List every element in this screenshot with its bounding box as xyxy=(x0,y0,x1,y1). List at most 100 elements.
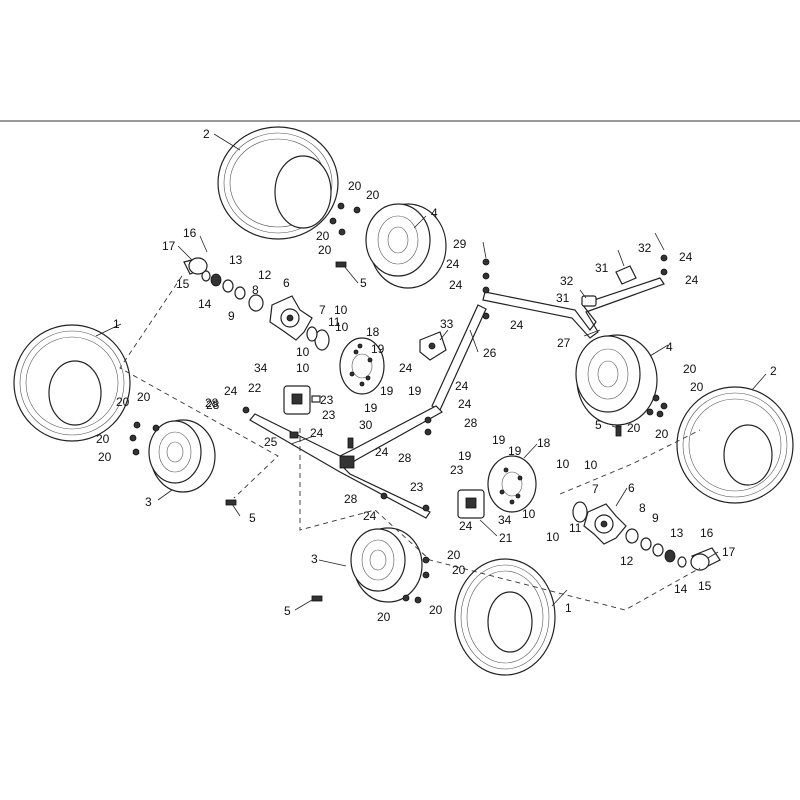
part-label: 29 xyxy=(453,237,467,251)
part-label: 24 xyxy=(455,379,469,393)
part-label: 24 xyxy=(458,397,472,411)
part-label: 20 xyxy=(98,450,112,464)
part-label: 20 xyxy=(683,362,697,376)
part-label: 16 xyxy=(183,226,197,240)
part-label: 20 xyxy=(96,432,110,446)
part-label: 5 xyxy=(595,418,602,432)
part-label: 28 xyxy=(398,451,412,465)
part-label: 19 xyxy=(492,433,506,447)
part-label: 24 xyxy=(459,519,473,533)
bracket-31-32 xyxy=(581,265,637,307)
part-label: 3 xyxy=(145,495,152,509)
part-label: 20 xyxy=(655,427,669,441)
tire-left xyxy=(13,324,131,442)
tire-right xyxy=(676,386,794,504)
part-label: 20 xyxy=(137,390,151,404)
part-label: 22 xyxy=(248,381,262,395)
part-label: 24 xyxy=(399,361,413,375)
part-label: 10 xyxy=(546,530,560,544)
part-label: 19 xyxy=(408,384,422,398)
part-label: 23 xyxy=(450,463,464,477)
part-label: 2 xyxy=(770,364,777,378)
hub-upper xyxy=(269,295,330,351)
part-label: 19 xyxy=(380,384,394,398)
part-label: 23 xyxy=(322,408,336,422)
part-label: 20 xyxy=(366,188,380,202)
part-label: 9 xyxy=(652,511,659,525)
part-label: 10 xyxy=(296,345,310,359)
part-label: 20 xyxy=(316,229,330,243)
part-label: 23 xyxy=(410,480,424,494)
part-label: 4 xyxy=(431,206,438,220)
part-label: 7 xyxy=(319,303,326,317)
part-label: 19 xyxy=(371,342,385,356)
part-label: 10 xyxy=(296,361,310,375)
part-label: 26 xyxy=(483,346,497,360)
part-label: 5 xyxy=(284,604,291,618)
part-label: 28 xyxy=(205,396,219,410)
part-label: 8 xyxy=(639,501,646,515)
part-label: 18 xyxy=(537,436,551,450)
part-label: 6 xyxy=(628,481,635,495)
part-label: 24 xyxy=(449,278,463,292)
part-label: 24 xyxy=(510,318,524,332)
part-label: 24 xyxy=(224,384,238,398)
part-label: 14 xyxy=(198,297,212,311)
part-label: 23 xyxy=(320,393,334,407)
part-label: 31 xyxy=(595,261,609,275)
part-label: 17 xyxy=(162,239,176,253)
assembly-lines xyxy=(119,275,701,611)
part-label: 32 xyxy=(560,274,574,288)
part-label: 14 xyxy=(674,582,688,596)
axle-frame xyxy=(249,277,665,519)
fasteners xyxy=(129,202,668,604)
part-label: 20 xyxy=(318,243,332,257)
rim-bottom xyxy=(350,527,423,603)
bearing-stack-upper xyxy=(183,257,264,312)
part-label: 7 xyxy=(592,482,599,496)
part-label: 10 xyxy=(522,507,536,521)
rim-right xyxy=(575,334,658,426)
part-label: 13 xyxy=(670,526,684,540)
part-label: 32 xyxy=(638,241,652,255)
part-label: 19 xyxy=(364,401,378,415)
part-label: 10 xyxy=(334,303,348,317)
part-label: 28 xyxy=(344,492,358,506)
part-label: 20 xyxy=(627,421,641,435)
part-label: 10 xyxy=(335,320,349,334)
caliper-upper xyxy=(283,385,321,415)
part-label: 10 xyxy=(584,458,598,472)
part-label: 20 xyxy=(377,610,391,624)
part-labels: 2 20 20 20 20 4 5 16 17 15 14 13 12 8 9 … xyxy=(96,127,777,624)
part-label: 3 xyxy=(311,552,318,566)
part-label: 21 xyxy=(499,531,513,545)
part-label: 30 xyxy=(359,418,373,432)
part-label: 20 xyxy=(116,395,130,409)
part-label: 2 xyxy=(203,127,210,141)
part-label: 6 xyxy=(283,276,290,290)
part-label: 33 xyxy=(440,317,454,331)
part-label: 24 xyxy=(679,250,693,264)
part-label: 5 xyxy=(360,276,367,290)
bracket-33 xyxy=(419,331,447,361)
rim-left xyxy=(148,419,216,493)
part-label: 34 xyxy=(254,361,268,375)
part-label: 18 xyxy=(366,325,380,339)
part-label: 15 xyxy=(176,277,190,291)
part-label: 1 xyxy=(113,317,120,331)
part-label: 20 xyxy=(452,563,466,577)
part-label: 8 xyxy=(252,283,259,297)
part-label: 13 xyxy=(229,253,243,267)
part-label: 24 xyxy=(363,509,377,523)
part-label: 19 xyxy=(458,449,472,463)
part-label: 15 xyxy=(698,579,712,593)
part-label: 16 xyxy=(700,526,714,540)
part-label: 28 xyxy=(206,398,220,412)
part-label: 12 xyxy=(620,554,634,568)
part-label: 20 xyxy=(348,179,362,193)
part-label: 34 xyxy=(498,513,512,527)
part-label: 17 xyxy=(722,545,736,559)
part-label: 24 xyxy=(310,426,324,440)
caliper-lower xyxy=(457,489,485,519)
